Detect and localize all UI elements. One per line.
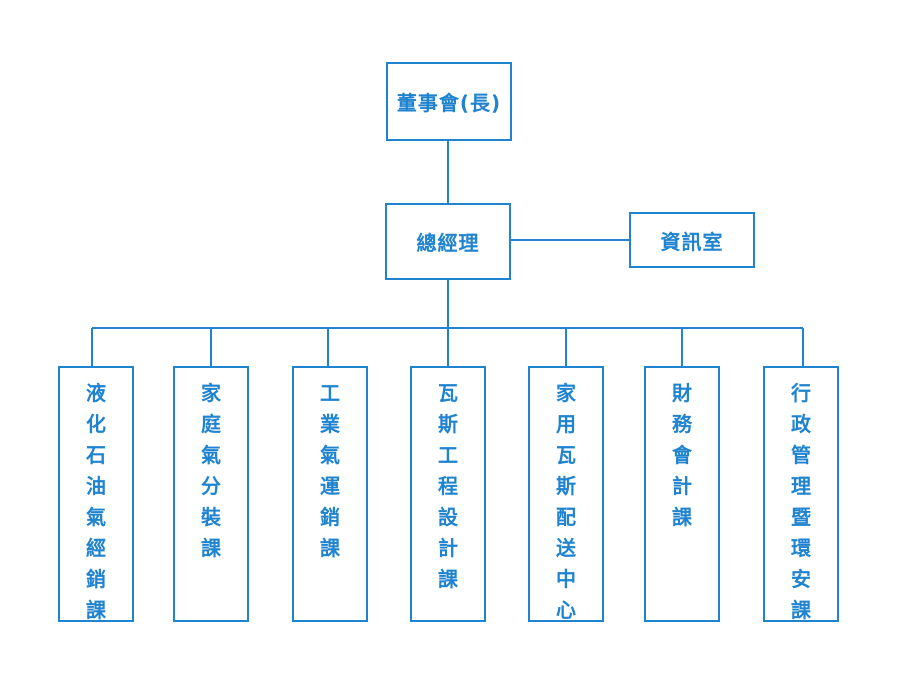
department-label-2: 家庭氣分裝課	[201, 381, 221, 560]
department-label-4: 瓦斯工程設計課	[438, 381, 458, 591]
department-box-7: 行政管理暨環安課	[763, 366, 839, 622]
department-box-2: 家庭氣分裝課	[173, 366, 249, 622]
department-label-5: 家用瓦斯配送中心	[556, 381, 576, 622]
department-box-3: 工業氣運銷課	[292, 366, 368, 622]
info-office-label: 資訊室	[660, 229, 724, 254]
general-manager-label: 總經理	[416, 231, 480, 255]
department-label-6: 財務會計課	[672, 381, 692, 529]
department-box-1: 液化石油氣經銷課	[58, 366, 134, 622]
department-label-1: 液化石油氣經銷課	[86, 381, 106, 622]
general-manager-box: 總經理	[385, 203, 511, 280]
chairman-box: 董事會(長)	[386, 62, 512, 141]
department-box-6: 財務會計課	[644, 366, 720, 622]
info-office-box: 資訊室	[629, 212, 755, 268]
department-box-5: 家用瓦斯配送中心	[528, 366, 604, 622]
department-box-4: 瓦斯工程設計課	[410, 366, 486, 622]
department-label-7: 行政管理暨環安課	[791, 381, 811, 622]
chairman-label: 董事會(長)	[396, 91, 502, 115]
department-label-3: 工業氣運銷課	[320, 381, 340, 560]
